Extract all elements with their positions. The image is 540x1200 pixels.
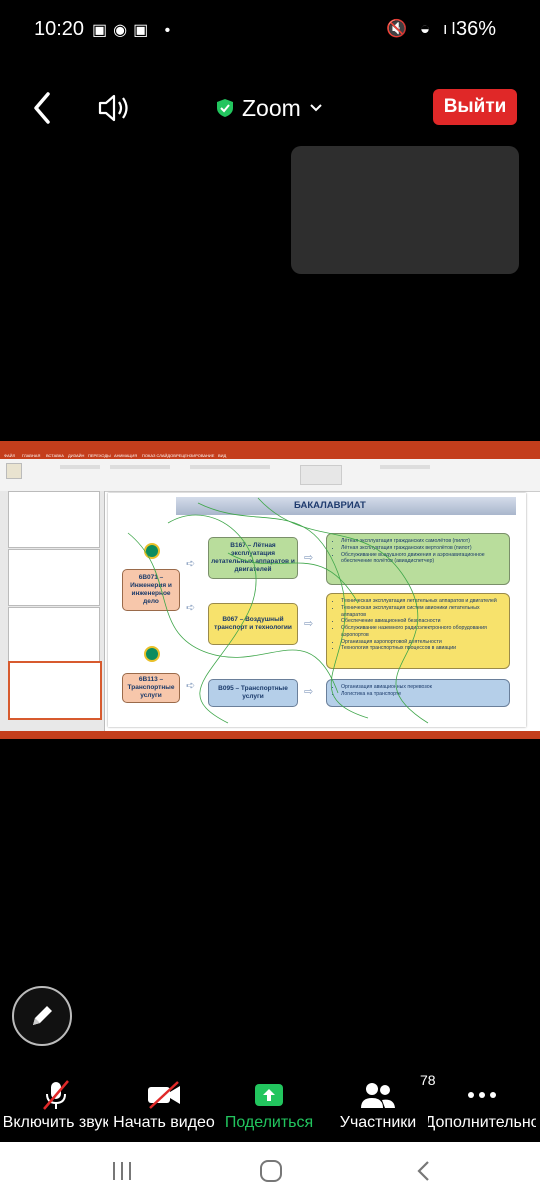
list-item: Техническая эксплуатация летательных апп…: [341, 598, 503, 605]
android-nav-bar: [0, 1142, 540, 1200]
ppt-tabs: ФАЙЛ ГЛАВНАЯ ВСТАВКА ДИЗАЙН ПЕРЕХОДЫ АНИ…: [0, 452, 540, 459]
video-off-icon: [148, 1081, 180, 1109]
list-item: Обслуживание наземного радиоэлектронного…: [341, 625, 503, 639]
list-item: Обслуживание воздушного движения и аэрон…: [341, 552, 503, 566]
chevron-down-icon: [310, 104, 322, 112]
arrow-icon: ➪: [186, 680, 196, 692]
back-button[interactable]: [28, 88, 58, 128]
arrow-icon: ➪: [186, 558, 196, 570]
list-item: Организация аэропортовой деятельности: [341, 639, 503, 646]
program-box-b067: В067 – Воздушный транспорт и технологии: [208, 603, 298, 645]
slide-thumbnails[interactable]: [0, 491, 105, 731]
annotation-scribbles: [127, 497, 429, 724]
arrow-icon: ⇨: [304, 618, 314, 630]
list-item: Обеспечение авиационной безопасности: [341, 618, 503, 625]
status-bar: 10:20 ▣◉▣ • 🔇 ◒ ıl 36%: [0, 0, 540, 60]
profile-list-yellow: Техническая эксплуатация летательных апп…: [326, 593, 510, 669]
list-item: Логистика на транспорте: [341, 691, 503, 698]
participants-button[interactable]: 78 Участники: [334, 1072, 436, 1138]
ppt-tab: ПЕРЕХОДЫ: [88, 453, 111, 458]
share-label: Поделиться: [224, 1114, 314, 1131]
mic-button[interactable]: Включить звук: [4, 1078, 108, 1138]
mic-label: Включить звук: [4, 1114, 108, 1131]
program-box-b095: В095 – Транспортные услуги: [208, 679, 298, 707]
participant-video-tile[interactable]: [291, 146, 519, 274]
meeting-title[interactable]: Zoom: [216, 88, 323, 128]
list-item: Технология транспортных процессов в авиа…: [341, 645, 503, 652]
list-item: Лётная эксплуатация гражданских вертолёт…: [341, 545, 503, 552]
program-box-b167: В167 – Лётная эксплуатация летательных а…: [208, 537, 298, 579]
participants-icon: [361, 1083, 395, 1108]
more-label: Дополнительно: [428, 1114, 536, 1131]
program-box-6b113: 6В113 – Транспортные услуги: [122, 673, 180, 703]
speaker-icon: [98, 94, 128, 122]
system-icons: 🔇 ◒ ıl: [386, 19, 460, 38]
program-box-6b071: 6В071 – Инженерия и инженерное дело: [122, 569, 180, 611]
slide-thumb[interactable]: [8, 607, 100, 664]
shared-screen[interactable]: ФАЙЛ ГЛАВНАЯ ВСТАВКА ДИЗАЙН ПЕРЕХОДЫ АНИ…: [0, 441, 540, 739]
home-icon[interactable]: [259, 1159, 283, 1183]
recent-apps-icon[interactable]: [110, 1160, 134, 1182]
slide-thumb-active[interactable]: [8, 661, 102, 720]
annotate-button[interactable]: [12, 986, 72, 1046]
mic-off-icon: [43, 1080, 69, 1110]
video-button[interactable]: Начать видео: [112, 1078, 216, 1138]
meeting-title-text: Zoom: [242, 94, 301, 121]
slide-header: БАКАЛАВРИАТ: [294, 500, 366, 511]
ppt-tab: ВСТАВКА: [46, 453, 64, 458]
arrow-icon: ➪: [186, 602, 196, 614]
slide-thumb[interactable]: [8, 491, 100, 548]
chevron-left-icon: [34, 92, 50, 124]
list-item: Организация авиационных перевозок: [341, 684, 503, 691]
list-item: Техническая эксплуатация систем авионики…: [341, 605, 503, 619]
notification-icons: ▣◉▣ •: [92, 22, 177, 39]
status-time: 10:20: [34, 18, 85, 40]
ppt-tab: ПОКАЗ СЛАЙДОВ: [142, 453, 176, 458]
pencil-icon: [33, 1006, 52, 1025]
ppt-tab: ГЛАВНАЯ: [22, 453, 41, 458]
arrow-icon: ⇨: [304, 686, 314, 698]
ppt-tab: АНИМАЦИЯ: [114, 453, 138, 458]
ppt-ribbon: [0, 459, 540, 492]
slide-thumb[interactable]: [8, 549, 100, 606]
more-icon: [468, 1092, 496, 1098]
more-button[interactable]: Дополнительно: [428, 1078, 536, 1138]
back-nav-icon[interactable]: [414, 1159, 434, 1183]
participants-count: 78: [420, 1072, 436, 1088]
participants-label: Участники: [339, 1114, 417, 1131]
arrow-icon: ⇨: [304, 552, 314, 564]
emblem-icon: [144, 646, 160, 662]
ppt-tab: ДИЗАЙН: [68, 453, 85, 458]
share-button[interactable]: Поделиться: [222, 1078, 316, 1138]
profile-list-blue: Организация авиационных перевозок Логист…: [326, 679, 510, 707]
shield-check-icon: [217, 99, 233, 117]
speaker-button[interactable]: [96, 90, 132, 126]
ppt-tab: ВИД: [218, 453, 227, 458]
video-label: Начать видео: [113, 1114, 215, 1131]
share-screen-icon: [255, 1084, 283, 1106]
list-item: Лётная эксплуатация гражданских самолёто…: [341, 538, 503, 545]
ppt-statusbar: [0, 731, 540, 739]
exit-button[interactable]: Выйти: [433, 89, 517, 125]
ppt-titlebar: [0, 441, 540, 452]
slide-canvas: БАКАЛАВРИАТ 6В071 – Инженерия и инженерн…: [108, 493, 526, 727]
battery-level: 36%: [456, 18, 497, 40]
ppt-tab: РЕЦЕНЗИРОВАНИЕ: [176, 453, 215, 458]
profile-list-green: Лётная эксплуатация гражданских самолёто…: [326, 533, 510, 585]
ppt-tab: ФАЙЛ: [4, 453, 16, 458]
